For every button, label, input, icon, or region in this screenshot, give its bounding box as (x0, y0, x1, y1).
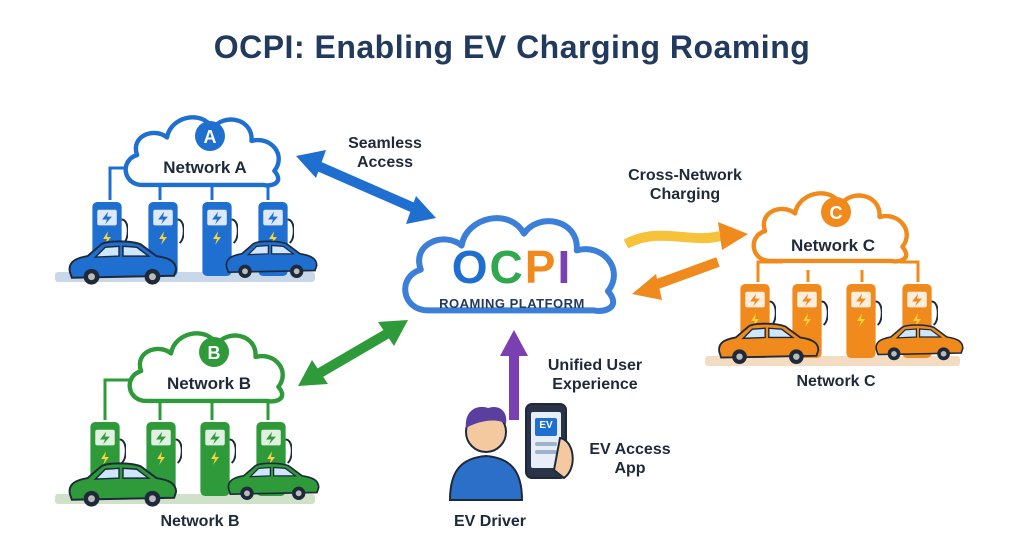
phone-screen-text: EV (539, 420, 553, 431)
network-c-badge-circle (821, 197, 851, 227)
arrow-network-a (296, 150, 436, 224)
network-c-wires (756, 260, 920, 282)
ocpi-letter-i: I (557, 241, 573, 293)
person-icon (448, 406, 524, 501)
phone-icon (525, 403, 574, 480)
network-a-wires (108, 166, 270, 200)
network-c-group (705, 193, 964, 366)
page-title: OCPI: Enabling EV Charging Roaming (213, 29, 811, 65)
arrow-network-b (298, 320, 408, 386)
platform-subtitle: ROAMING PLATFORM (439, 296, 585, 311)
ocpi-letter-o: O (451, 241, 490, 293)
network-c-footer-label: Network C (796, 373, 876, 390)
network-b-cloud-label: Network B (166, 374, 252, 393)
network-c-cloud-label: Network C (790, 236, 876, 255)
cross-network-label: Cross-Network Charging (628, 167, 742, 204)
unified-experience-label: Unified User Experience (547, 357, 643, 394)
network-a-badge: A (203, 127, 217, 147)
ocpi-logo: OCPI (430, 244, 594, 290)
network-b-footer-label: Network B (160, 513, 240, 530)
arrow-driver (500, 330, 528, 420)
network-a-group (55, 117, 318, 286)
ocpi-letter-p: P (524, 241, 558, 293)
network-b-badge-circle (199, 337, 229, 367)
network-b-wires (103, 378, 270, 420)
network-c-badge: C (829, 203, 843, 223)
arrow-network-c (623, 222, 748, 300)
ev-access-app-label: EV Access App (589, 441, 671, 478)
ev-driver-label: EV Driver (453, 513, 527, 530)
network-b-group (55, 333, 320, 508)
network-a-cloud-label: Network A (163, 158, 247, 177)
seamless-access-label: Seamless Access (348, 135, 422, 172)
network-b-badge: B (207, 343, 221, 363)
ocpi-letter-c: C (489, 241, 525, 293)
network-a-badge-circle (195, 121, 225, 151)
